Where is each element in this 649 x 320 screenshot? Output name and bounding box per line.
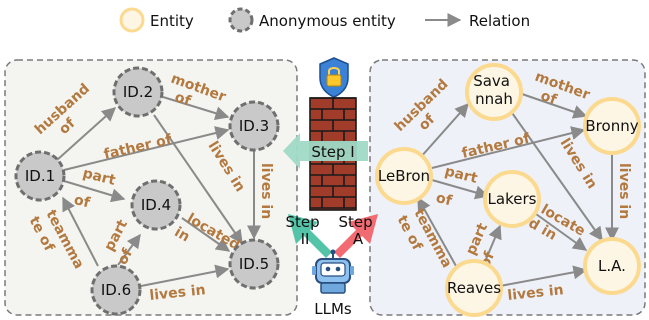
entity-node xyxy=(445,259,503,317)
left-label-lives-in-c: lives in xyxy=(149,282,207,304)
center-column: Step I Step II Step A xyxy=(283,57,378,318)
left-node-id6: ID.6 xyxy=(90,264,142,316)
left-edge-husband-of xyxy=(56,107,117,161)
svg-text:ID.4: ID.4 xyxy=(141,196,171,214)
right-label-lives-in-b: lives in xyxy=(616,163,632,219)
right-edge-husband-of xyxy=(419,102,469,159)
right-node-lakers: Lakers xyxy=(483,170,541,228)
legend-anonymous-symbol xyxy=(228,7,254,33)
left-graph-panel: husband of mother of father of part of l… xyxy=(4,59,298,316)
right-edge-part-of xyxy=(431,179,490,200)
entity-node xyxy=(583,237,641,295)
entity-node xyxy=(465,63,523,121)
step-1-arrow: Step I xyxy=(283,133,368,169)
entity-node xyxy=(583,97,641,155)
step-1-label: Step I xyxy=(311,143,354,161)
anonymous-entity-node xyxy=(112,66,164,118)
entity-node xyxy=(375,147,433,205)
step-a-label: Step A xyxy=(339,213,378,248)
right-label-lives-in-c: lives in xyxy=(507,282,565,304)
svg-text:ID.3: ID.3 xyxy=(239,117,269,135)
anonymous-entity-node xyxy=(14,150,66,202)
left-node-id2: ID.2 xyxy=(112,66,164,118)
right-label-part-of: part of xyxy=(434,163,483,215)
right-edge-father-of xyxy=(431,126,586,169)
svg-text:Reaves: Reaves xyxy=(447,279,501,297)
anonymous-entity-node xyxy=(228,238,280,290)
right-node-reaves: Reaves xyxy=(445,259,503,317)
left-edge-teammate-of xyxy=(62,196,99,267)
left-node-id3: ID.3 xyxy=(228,100,280,152)
legend-relation-label: Relation xyxy=(469,12,530,30)
left-node-id1: ID.1 xyxy=(14,150,66,202)
svg-text:ID.1: ID.1 xyxy=(25,167,55,185)
step-2-label: Step II xyxy=(286,213,325,248)
right-edges xyxy=(417,93,619,287)
robot-icon xyxy=(312,249,354,294)
left-edge-part-of xyxy=(63,180,126,203)
svg-text:ID.2: ID.2 xyxy=(123,83,153,101)
left-edge-lives-in-c xyxy=(140,264,230,287)
anonymous-entity-node xyxy=(130,179,182,231)
right-edge-lives-in-a xyxy=(509,109,603,242)
anonymous-entity-node xyxy=(228,100,280,152)
left-edge-father-of xyxy=(63,126,230,171)
entity-node xyxy=(483,170,541,228)
legend-anonymous-label: Anonymous entity xyxy=(259,12,396,30)
right-node-la: L.A. xyxy=(583,237,641,295)
left-node-id5: ID.5 xyxy=(228,238,280,290)
left-label-lives-in-b: lives in xyxy=(258,163,274,219)
lock-shield-icon xyxy=(319,57,349,98)
anonymous-entity-node xyxy=(90,264,142,316)
right-edge-located-in xyxy=(535,213,588,251)
right-node-bronny: Bronny xyxy=(583,97,641,155)
right-edge-labels: husband of mother of father of part of l… xyxy=(392,69,632,304)
svg-text:L.A.: L.A. xyxy=(598,257,626,275)
left-edge-mother-of xyxy=(162,96,230,120)
legend: Entity Anonymous entity Relation xyxy=(119,7,530,33)
llms-label: LLMs xyxy=(314,300,352,318)
svg-text:LeBron: LeBron xyxy=(378,167,430,185)
right-graph-panel: husband of mother of father of part of l… xyxy=(369,59,646,317)
step-2-arrow: Step II xyxy=(286,213,332,258)
svg-text:Sava nnah: Sava nnah xyxy=(473,72,515,108)
step-a-arrow: Step A xyxy=(334,213,378,258)
left-edges xyxy=(56,96,261,287)
left-label-part-of: part of xyxy=(72,165,121,217)
svg-text:Bronny: Bronny xyxy=(585,117,638,135)
legend-entity-symbol xyxy=(119,7,145,33)
right-edge-mother-of xyxy=(521,93,588,119)
left-edge-part-of-b xyxy=(117,233,141,266)
svg-text:Lakers: Lakers xyxy=(488,190,537,208)
left-edge-located-in xyxy=(181,217,231,252)
right-edge-lives-in-c xyxy=(499,265,588,287)
legend-entity-label: Entity xyxy=(150,12,194,30)
left-node-id4: ID.4 xyxy=(130,179,182,231)
right-node-savannah: Sava nnah xyxy=(465,63,523,121)
left-edge-lives-in-a xyxy=(153,114,243,245)
right-edge-teammate-of xyxy=(417,196,457,267)
svg-text:ID.5: ID.5 xyxy=(239,255,269,273)
svg-text:ID.6: ID.6 xyxy=(101,281,131,299)
right-node-lebron: LeBron xyxy=(375,147,433,205)
right-edge-part-of-b xyxy=(483,224,502,265)
